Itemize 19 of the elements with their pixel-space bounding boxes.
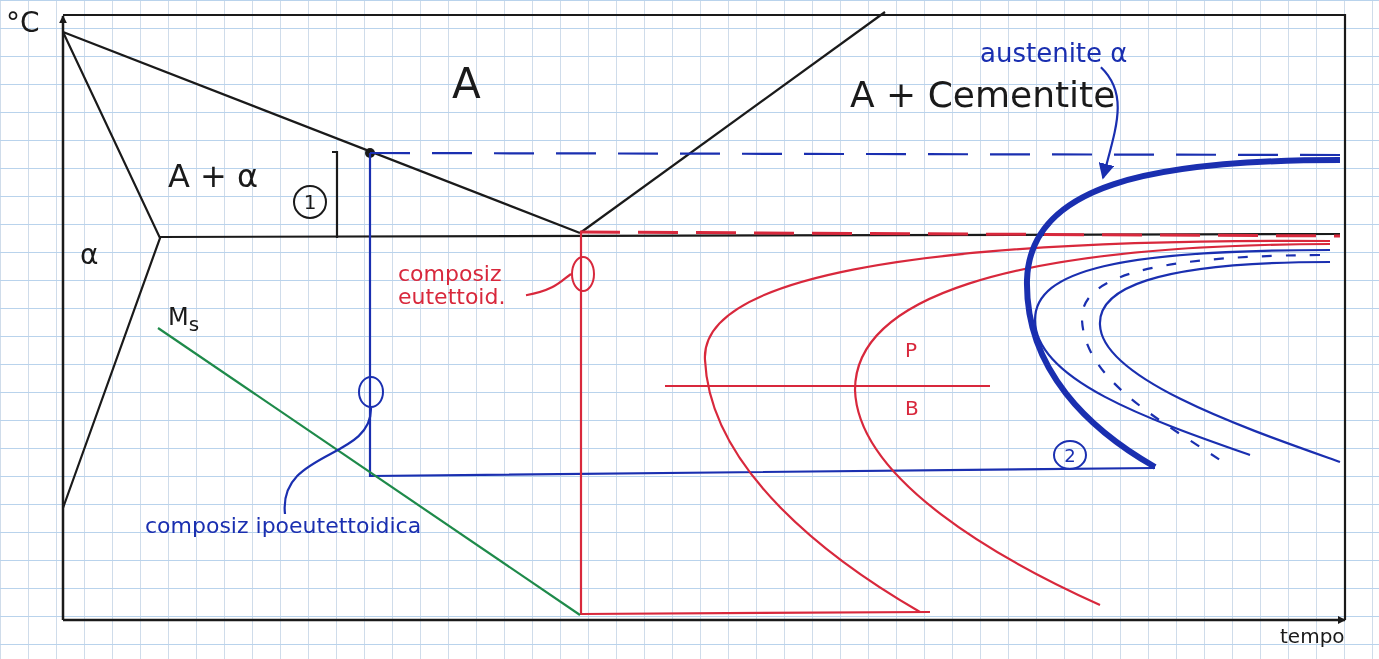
circled-number: 1 [293,185,327,219]
circle-marker [358,376,384,408]
axis-label: tempo [1280,626,1345,647]
axis-label: °C [6,8,40,38]
region-label: A [452,62,481,107]
line-label: M$_{s}$ [168,305,200,335]
annotation-text: austenite α [980,40,1128,68]
region-label: α [80,240,99,270]
transformation-curve [1024,157,1341,470]
annotation-text: composiz eutettoid. [398,262,526,309]
region-label: B [905,398,919,419]
region-label: A + Cementite [850,76,1116,114]
region-label: P [905,340,918,361]
annotation-text: composiz ipoeutettoidica [145,514,425,538]
arrow [1098,66,1119,180]
leader-line [283,407,373,514]
circle-marker [571,256,595,292]
leader-line [525,273,572,297]
region-label: A + α [168,160,259,194]
